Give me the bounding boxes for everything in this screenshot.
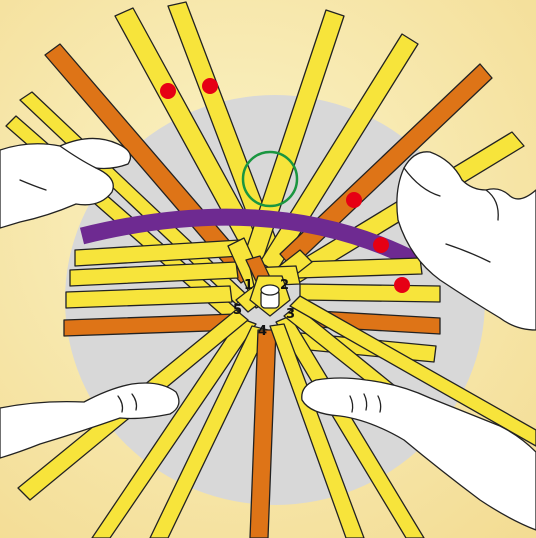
mat-strip-5 (296, 258, 422, 278)
mat-strip-6 (300, 284, 440, 302)
red-dot-icon (394, 277, 410, 293)
red-dot-icon (160, 83, 176, 99)
red-dot-icon (346, 192, 362, 208)
label-4: 4 (258, 324, 267, 339)
center-pin (261, 285, 279, 308)
red-dot-icon (202, 78, 218, 94)
red-dot-icon (373, 237, 389, 253)
label-3: 3 (286, 307, 295, 322)
label-1: 1 (244, 278, 253, 293)
label-2: 2 (280, 278, 289, 293)
label-5: 5 (233, 303, 242, 318)
